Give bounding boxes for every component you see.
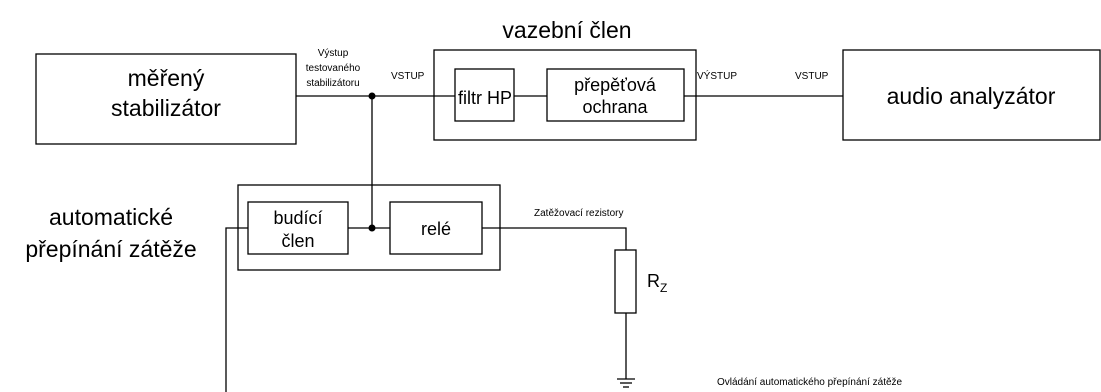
stabilizer-output-label-line2: testovaného bbox=[306, 63, 361, 74]
stabilizer-label-line2: stabilizátor bbox=[111, 95, 221, 121]
filter-label: filtr HP bbox=[458, 88, 512, 108]
stabilizer-output-label-line1: Výstup bbox=[318, 48, 349, 59]
resistor-label: RZ bbox=[647, 271, 667, 295]
analyzer-block bbox=[842, 49, 1101, 141]
driver-label-line1: budící bbox=[273, 208, 322, 228]
control-wire bbox=[225, 227, 248, 392]
driver-label-line2: člen bbox=[281, 231, 314, 251]
coupling-title: vazební člen bbox=[502, 17, 631, 43]
junction-dot-bottom bbox=[368, 224, 376, 232]
coupling-output-label: VÝSTUP bbox=[697, 69, 737, 82]
analyzer-label: audio analyzátor bbox=[887, 83, 1056, 109]
stabilizer-output-label-line3: stabilizátoru bbox=[306, 78, 359, 89]
stabilizer-label-line1: měřený bbox=[128, 65, 205, 91]
junction-dot-top bbox=[368, 92, 376, 100]
stabilizer-block bbox=[35, 53, 297, 145]
load-resistors-label: Zatěžovací rezistory bbox=[534, 208, 623, 219]
relay-load-wire bbox=[482, 227, 627, 250]
analyzer-input-label: VSTUP bbox=[795, 71, 829, 82]
relay-label: relé bbox=[421, 219, 451, 239]
protection-label-line2: ochrana bbox=[582, 97, 648, 117]
ground-icon bbox=[617, 378, 635, 388]
filter-block bbox=[454, 68, 515, 122]
protection-block bbox=[546, 68, 685, 122]
switching-title-line2: přepínání zátěže bbox=[25, 236, 196, 262]
driver-block bbox=[247, 201, 349, 255]
resistor-rz bbox=[614, 249, 637, 314]
coupling-input-label: VSTUP bbox=[391, 71, 425, 82]
control-note-label: Ovládání automatického přepínání zátěže bbox=[717, 377, 903, 388]
switching-title-line1: automatické bbox=[49, 204, 173, 230]
protection-label-line1: přepěťová bbox=[574, 75, 657, 95]
